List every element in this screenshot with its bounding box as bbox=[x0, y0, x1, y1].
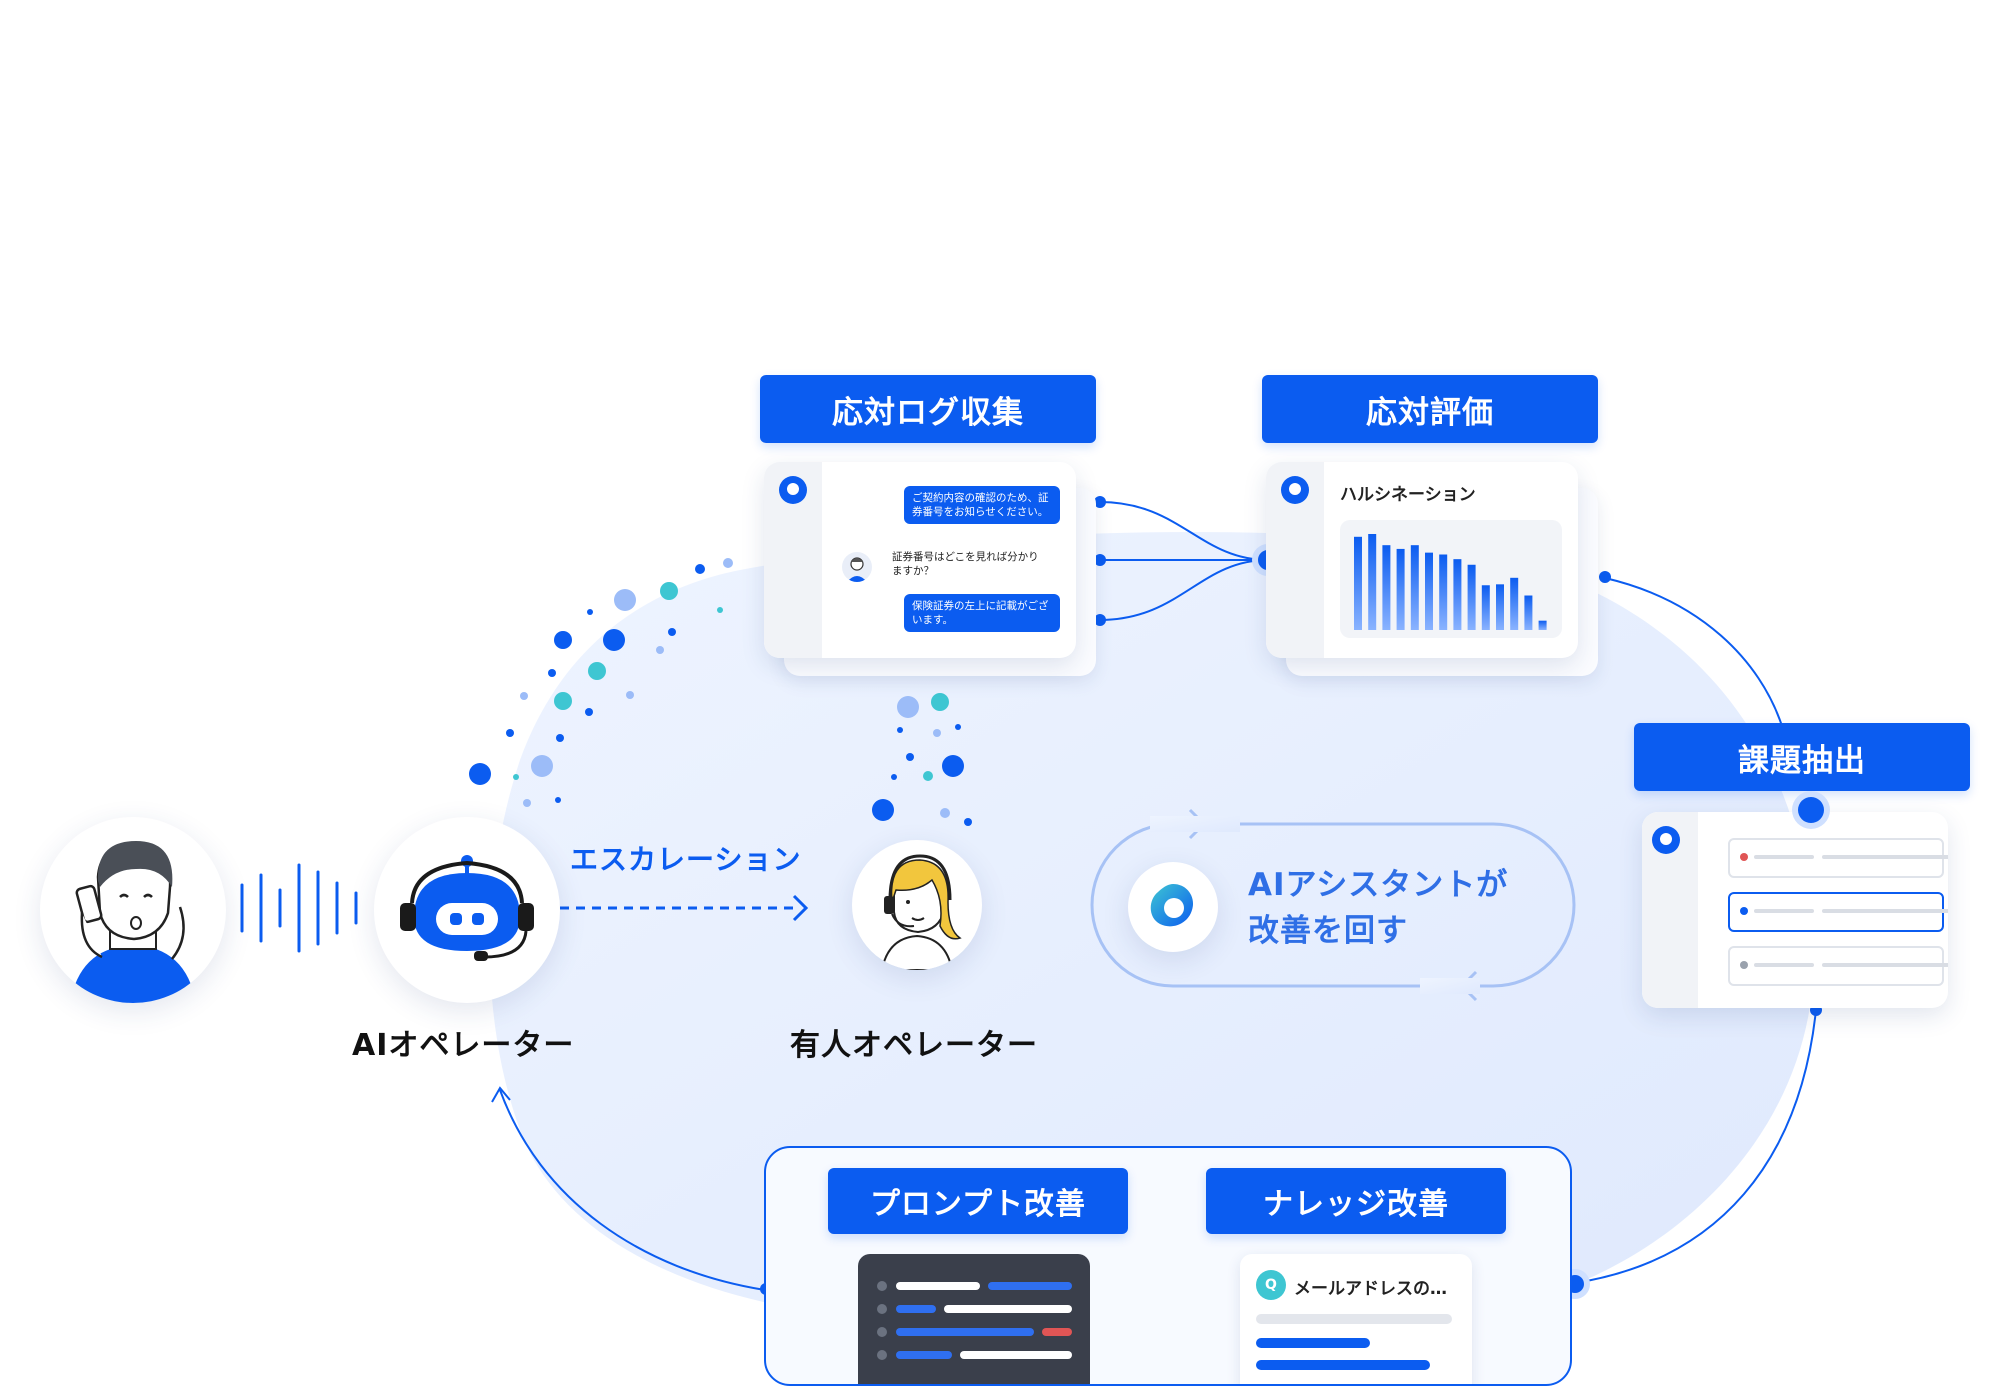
center-loop-pill bbox=[1090, 822, 1576, 988]
center-line-1: AIアシスタントが bbox=[1248, 867, 1509, 903]
eval-bar bbox=[1453, 559, 1462, 630]
human-operator-label: 有人オペレーター bbox=[790, 1028, 1038, 1063]
issue-to-improve-arc bbox=[1574, 1009, 1817, 1284]
sound-wave bbox=[240, 863, 358, 953]
particles-left bbox=[469, 558, 733, 807]
assistant-logo-icon bbox=[779, 476, 807, 504]
chat-user-message: 証券番号はどこを見れば分かりますか？ bbox=[892, 551, 1039, 577]
stage-issue-extraction: 課題抽出 bbox=[1634, 723, 1970, 791]
eval-bar bbox=[1467, 564, 1476, 630]
ai-operator-avatar bbox=[374, 817, 560, 1003]
caller-avatar-icon bbox=[842, 552, 872, 582]
eval-bar bbox=[1510, 577, 1519, 630]
ai-operator-label: AIオペレーター bbox=[352, 1028, 575, 1063]
stage-evaluation: 応対評価 bbox=[1262, 375, 1598, 443]
particles-middle bbox=[872, 693, 972, 826]
stage-prompt-improvement: プロンプト改善 bbox=[828, 1168, 1128, 1234]
eval-bar bbox=[1396, 548, 1405, 630]
stage-log-collection: 応対ログ収集 bbox=[760, 375, 1096, 443]
question-badge-icon: Q bbox=[1256, 1270, 1286, 1300]
knowledge-item-title: メールアドレスの… bbox=[1294, 1279, 1447, 1299]
ai-assistant-logo-icon bbox=[1150, 884, 1194, 927]
code-lines bbox=[877, 1281, 1072, 1360]
eval-bar bbox=[1410, 545, 1419, 630]
chat-bot-message-2: 保険証券の左上に記載がございます。 bbox=[904, 594, 1060, 632]
stage-knowledge-improvement: ナレッジ改善 bbox=[1206, 1168, 1506, 1234]
eval-bar bbox=[1354, 536, 1362, 630]
eval-bar bbox=[1439, 554, 1448, 630]
center-line-2: 改善を回す bbox=[1248, 913, 1408, 949]
eval-bar bbox=[1538, 620, 1547, 630]
headset-operator-icon bbox=[880, 854, 962, 970]
log-card: ご契約内容の確認のため、証券番号をお知らせください。 証券番号はどこを見れば分か… bbox=[764, 462, 1076, 658]
knowledge-placeholder-line bbox=[1256, 1314, 1452, 1324]
eval-bar bbox=[1496, 584, 1504, 630]
center-message: AIアシスタントが 改善を回す bbox=[1248, 862, 1508, 954]
eval-bar bbox=[1524, 595, 1533, 630]
ai-assistant-badge bbox=[1128, 862, 1218, 952]
issue-row-2 bbox=[1728, 892, 1948, 932]
eval-metric-title: ハルシネーション bbox=[1340, 485, 1476, 505]
eval-bar bbox=[1481, 585, 1490, 630]
worried-caller-icon bbox=[70, 841, 196, 1003]
eval-card: ハルシネーション bbox=[1266, 462, 1578, 658]
improvement-panel: プロンプト改善 ナレッジ改善 Q メールアドレスの… bbox=[764, 1146, 1572, 1386]
eval-bar bbox=[1425, 552, 1433, 630]
prompt-editor-mock bbox=[858, 1254, 1090, 1384]
knowledge-card-mock: Q メールアドレスの… bbox=[1240, 1254, 1472, 1384]
eval-to-issue-arc bbox=[1604, 577, 1783, 727]
issue-card bbox=[1642, 812, 1948, 1008]
assistant-logo-icon bbox=[1281, 476, 1309, 504]
assistant-logo-icon bbox=[1652, 826, 1680, 854]
robot-headset-icon bbox=[400, 855, 534, 961]
issue-row-1 bbox=[1728, 838, 1948, 878]
human-operator-avatar bbox=[852, 840, 982, 970]
eval-bar bbox=[1382, 545, 1391, 630]
caller-avatar bbox=[40, 817, 226, 1003]
eval-bar bbox=[1368, 534, 1377, 630]
issue-row-3 bbox=[1728, 946, 1948, 986]
issue-connector-dot bbox=[1798, 797, 1824, 823]
knowledge-highlight-line-2 bbox=[1256, 1360, 1430, 1370]
escalation-label: エスカレーション bbox=[570, 843, 802, 876]
return-arc bbox=[499, 1089, 766, 1291]
eval-bars bbox=[1354, 534, 1547, 630]
knowledge-highlight-line-1 bbox=[1256, 1338, 1370, 1348]
eval-bar-chart bbox=[1340, 520, 1562, 638]
chat-bot-message-1: ご契約内容の確認のため、証券番号をお知らせください。 bbox=[904, 486, 1060, 524]
